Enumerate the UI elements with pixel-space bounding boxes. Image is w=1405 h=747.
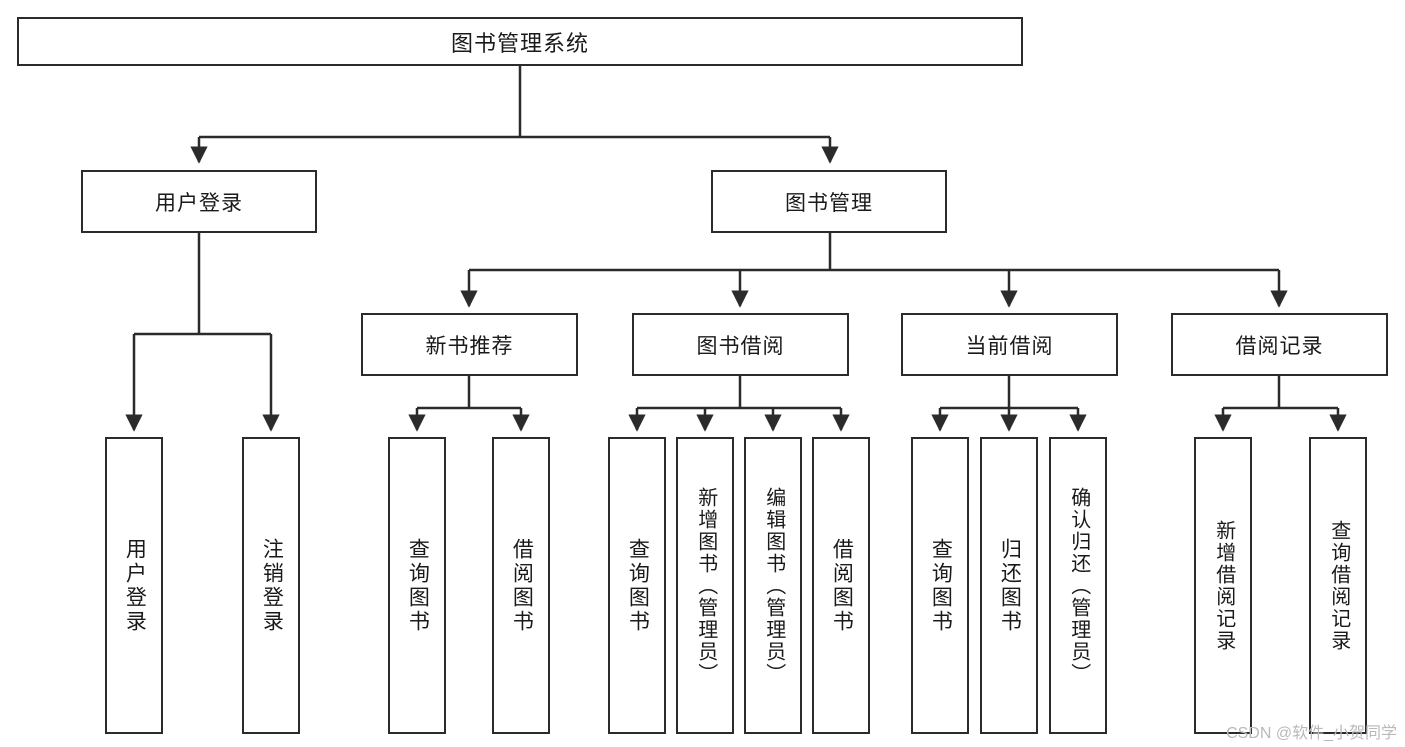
leaf-book-borrow-add-book-admin[interactable]: 新增图书（管理员） — [676, 437, 734, 734]
leaf-borrow-record-query-record[interactable]: 查询借阅记录 — [1309, 437, 1367, 734]
node-new-book-recommend[interactable]: 新书推荐 — [361, 313, 578, 376]
leaf-label: 新增借阅记录 — [1212, 519, 1235, 652]
leaf-label: 查询图书 — [626, 537, 650, 634]
node-label: 图书管理系统 — [450, 30, 589, 56]
leaf-label: 借阅图书 — [830, 537, 854, 634]
node-borrow-record[interactable]: 借阅记录 — [1171, 313, 1388, 376]
leaf-label: 编辑图书（管理员） — [762, 486, 785, 685]
leaf-label: 借阅图书 — [510, 537, 534, 634]
node-root-book-management-system[interactable]: 图书管理系统 — [17, 17, 1023, 66]
leaf-label: 查询借阅记录 — [1327, 519, 1350, 652]
leaf-label: 新增图书（管理员） — [694, 486, 717, 685]
leaf-label: 查询图书 — [929, 537, 953, 634]
leaf-current-borrow-confirm-return-admin[interactable]: 确认归还（管理员） — [1049, 437, 1107, 734]
leaf-current-borrow-return-book[interactable]: 归还图书 — [980, 437, 1038, 734]
node-current-borrow[interactable]: 当前借阅 — [901, 313, 1118, 376]
node-label: 图书借阅 — [696, 334, 785, 358]
leaf-book-borrow-query-book[interactable]: 查询图书 — [608, 437, 666, 734]
node-label: 新书推荐 — [425, 334, 514, 358]
leaf-label: 查询图书 — [406, 537, 430, 634]
leaf-borrow-record-add-record[interactable]: 新增借阅记录 — [1194, 437, 1252, 734]
node-book-management[interactable]: 图书管理 — [711, 170, 947, 233]
leaf-user-login-login[interactable]: 用户登录 — [105, 437, 163, 734]
leaf-label: 归还图书 — [998, 537, 1022, 634]
leaf-current-borrow-query-book[interactable]: 查询图书 — [911, 437, 969, 734]
leaf-label: 确认归还（管理员） — [1067, 486, 1090, 685]
leaf-user-login-logout[interactable]: 注销登录 — [242, 437, 300, 734]
leaf-book-borrow-borrow-book[interactable]: 借阅图书 — [812, 437, 870, 734]
node-label: 当前借阅 — [965, 334, 1054, 358]
node-book-borrow[interactable]: 图书借阅 — [632, 313, 849, 376]
leaf-label: 用户登录 — [123, 537, 147, 634]
node-label: 用户登录 — [155, 191, 243, 215]
node-label: 图书管理 — [785, 191, 873, 215]
node-label: 借阅记录 — [1235, 334, 1324, 358]
leaf-book-borrow-edit-book-admin[interactable]: 编辑图书（管理员） — [744, 437, 802, 734]
leaf-label: 注销登录 — [260, 537, 284, 634]
leaf-new-book-query-book[interactable]: 查询图书 — [388, 437, 446, 734]
node-user-login[interactable]: 用户登录 — [81, 170, 317, 233]
leaf-new-book-borrow-book[interactable]: 借阅图书 — [492, 437, 550, 734]
